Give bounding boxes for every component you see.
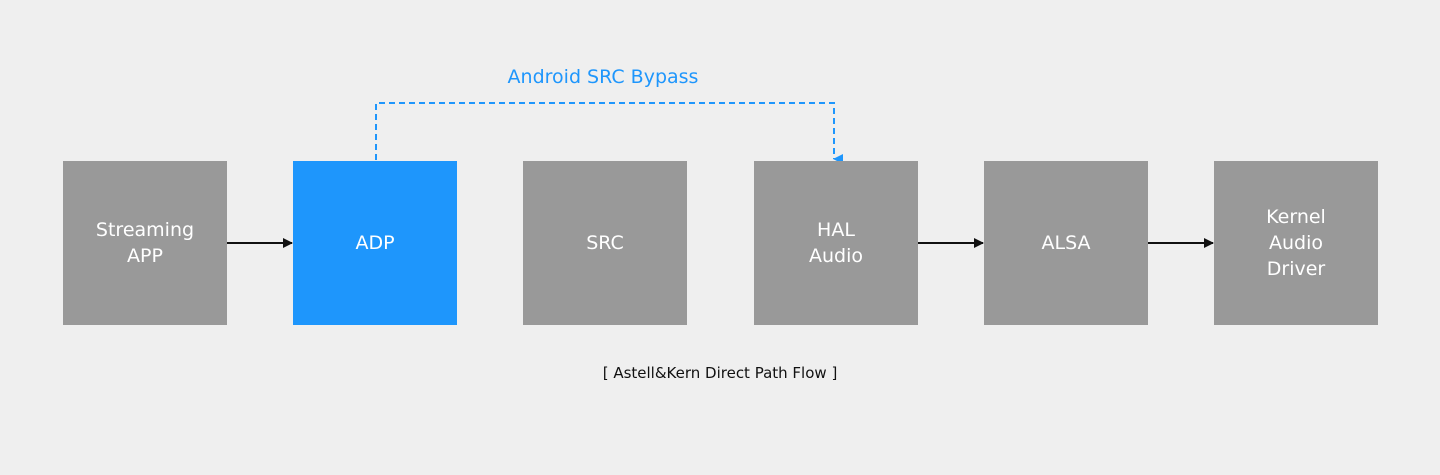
- diagram-caption: [ Astell&Kern Direct Path Flow ]: [602, 364, 838, 382]
- node-kernel-audio-driver: Kernel Audio Driver: [1214, 161, 1378, 325]
- node-label-line: Audio: [808, 245, 863, 267]
- node-label-line: Driver: [1266, 258, 1326, 280]
- node-hal-audio: HAL Audio: [754, 161, 918, 325]
- node-adp-label: ADP: [355, 230, 394, 256]
- node-streaming-app: Streaming APP: [63, 161, 227, 325]
- node-kernel-audio-driver-label: Kernel Audio Driver: [1266, 204, 1326, 282]
- node-label-line: ALSA: [1041, 232, 1091, 254]
- node-label-line: SRC: [586, 232, 624, 254]
- bypass-dashed-arrow: [375, 102, 843, 164]
- node-label-line: Streaming: [95, 219, 195, 241]
- node-label-line: ADP: [355, 232, 395, 254]
- node-hal-audio-label: HAL Audio: [809, 217, 863, 269]
- node-alsa: ALSA: [984, 161, 1148, 325]
- node-label-line: Audio: [1268, 232, 1323, 254]
- bypass-label: Android SRC Bypass: [507, 66, 699, 88]
- node-label-line: APP: [127, 245, 163, 267]
- node-adp: ADP: [293, 161, 457, 325]
- node-label-line: HAL: [817, 219, 855, 241]
- node-src: SRC: [523, 161, 687, 325]
- node-streaming-app-label: Streaming APP: [96, 217, 194, 269]
- node-src-label: SRC: [586, 230, 624, 256]
- node-label-line: Kernel: [1266, 206, 1326, 228]
- node-alsa-label: ALSA: [1042, 230, 1091, 256]
